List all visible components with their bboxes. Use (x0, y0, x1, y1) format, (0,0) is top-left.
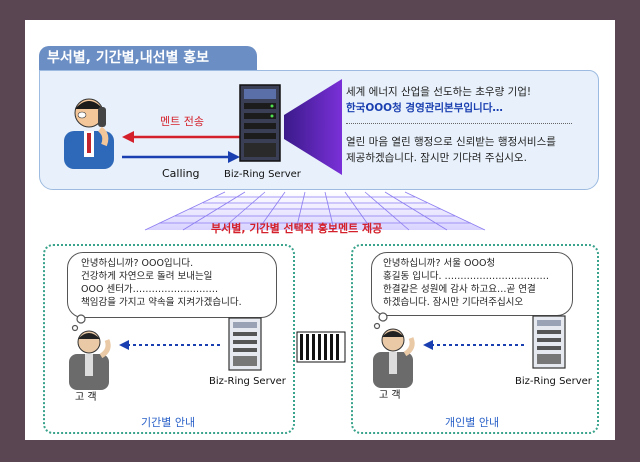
left-customer-label: 고 객 (75, 392, 97, 403)
calling-arrow-icon (122, 151, 240, 163)
calling-label: Calling (162, 167, 200, 180)
right-customer-label: 고 객 (379, 390, 401, 401)
left-thought-dots-icon (71, 314, 86, 332)
right-speech-bubble (371, 252, 573, 316)
left-footer-label: 기간별 안내 (141, 416, 196, 429)
top-text-line-1: 세계 에너지 산업을 선도하는 초우량 기업! (346, 86, 532, 98)
right-server-label: Biz-Ring Server (515, 376, 592, 387)
send-arrow-icon (122, 131, 240, 143)
top-divider (346, 123, 572, 124)
top-text-line-3: 열린 마음 열린 행정으로 신뢰받는 행정서비스를 (346, 136, 556, 148)
right-dashed-arrow-icon (423, 340, 527, 350)
page-title: 부서별, 기간별,내선별 홍보 (39, 46, 257, 70)
caller-person-icon (64, 98, 114, 169)
right-bubble-line-1: 안녕하십니까? 서울 OOO청 (383, 258, 496, 269)
left-bubble-line-3: OOO 센터가……………………… (81, 284, 219, 295)
right-bubble-line-4: 하겠습니다. 잠시만 기다려주십시오 (383, 297, 524, 308)
top-server-label: Biz-Ring Server (224, 169, 301, 180)
connector-bars-icon (296, 331, 346, 363)
server-icon (239, 84, 281, 162)
left-server-label: Biz-Ring Server (209, 376, 286, 387)
left-dashed-arrow-icon (119, 340, 223, 350)
broadcast-beam-icon (284, 79, 342, 175)
left-speech-bubble (67, 252, 277, 318)
top-text-line-4: 제공하겠습니다. 잠시만 기다려 주십시오. (346, 152, 527, 164)
left-bubble-line-1: 안녕하십니까? OOO입니다. (81, 258, 194, 269)
left-customer-person-icon (69, 330, 111, 390)
left-bubble-line-2: 건강하게 자연으로 돌려 보내는일 (81, 271, 213, 282)
grid-caption: 부서별, 기간별 선택적 홍보멘트 제공 (211, 222, 383, 235)
send-label: 멘트 전송 (160, 115, 204, 128)
top-text-line-2: 한국OOO청 경영관리본부입니다… (346, 102, 503, 114)
right-footer-label: 개인별 안내 (445, 416, 500, 429)
perspective-grid (144, 191, 486, 231)
right-customer-person-icon (373, 328, 415, 388)
left-bubble-line-4: 책임감을 가지고 약속을 지켜가겠습니다. (81, 297, 242, 308)
right-bubble-line-2: 홍길동 입니다. …………………………… (383, 271, 549, 282)
left-server-icon (228, 317, 262, 371)
slide: 부서별, 기간별,내선별 홍보 멘트 전송 Calling (25, 20, 615, 440)
right-server-icon (532, 315, 566, 369)
right-thought-dots-icon (373, 312, 388, 330)
right-bubble-line-3: 한결같은 성원에 감사 하고요…곧 연결 (383, 284, 536, 295)
top-panel: 멘트 전송 Calling Biz-Ring Server (39, 70, 599, 190)
